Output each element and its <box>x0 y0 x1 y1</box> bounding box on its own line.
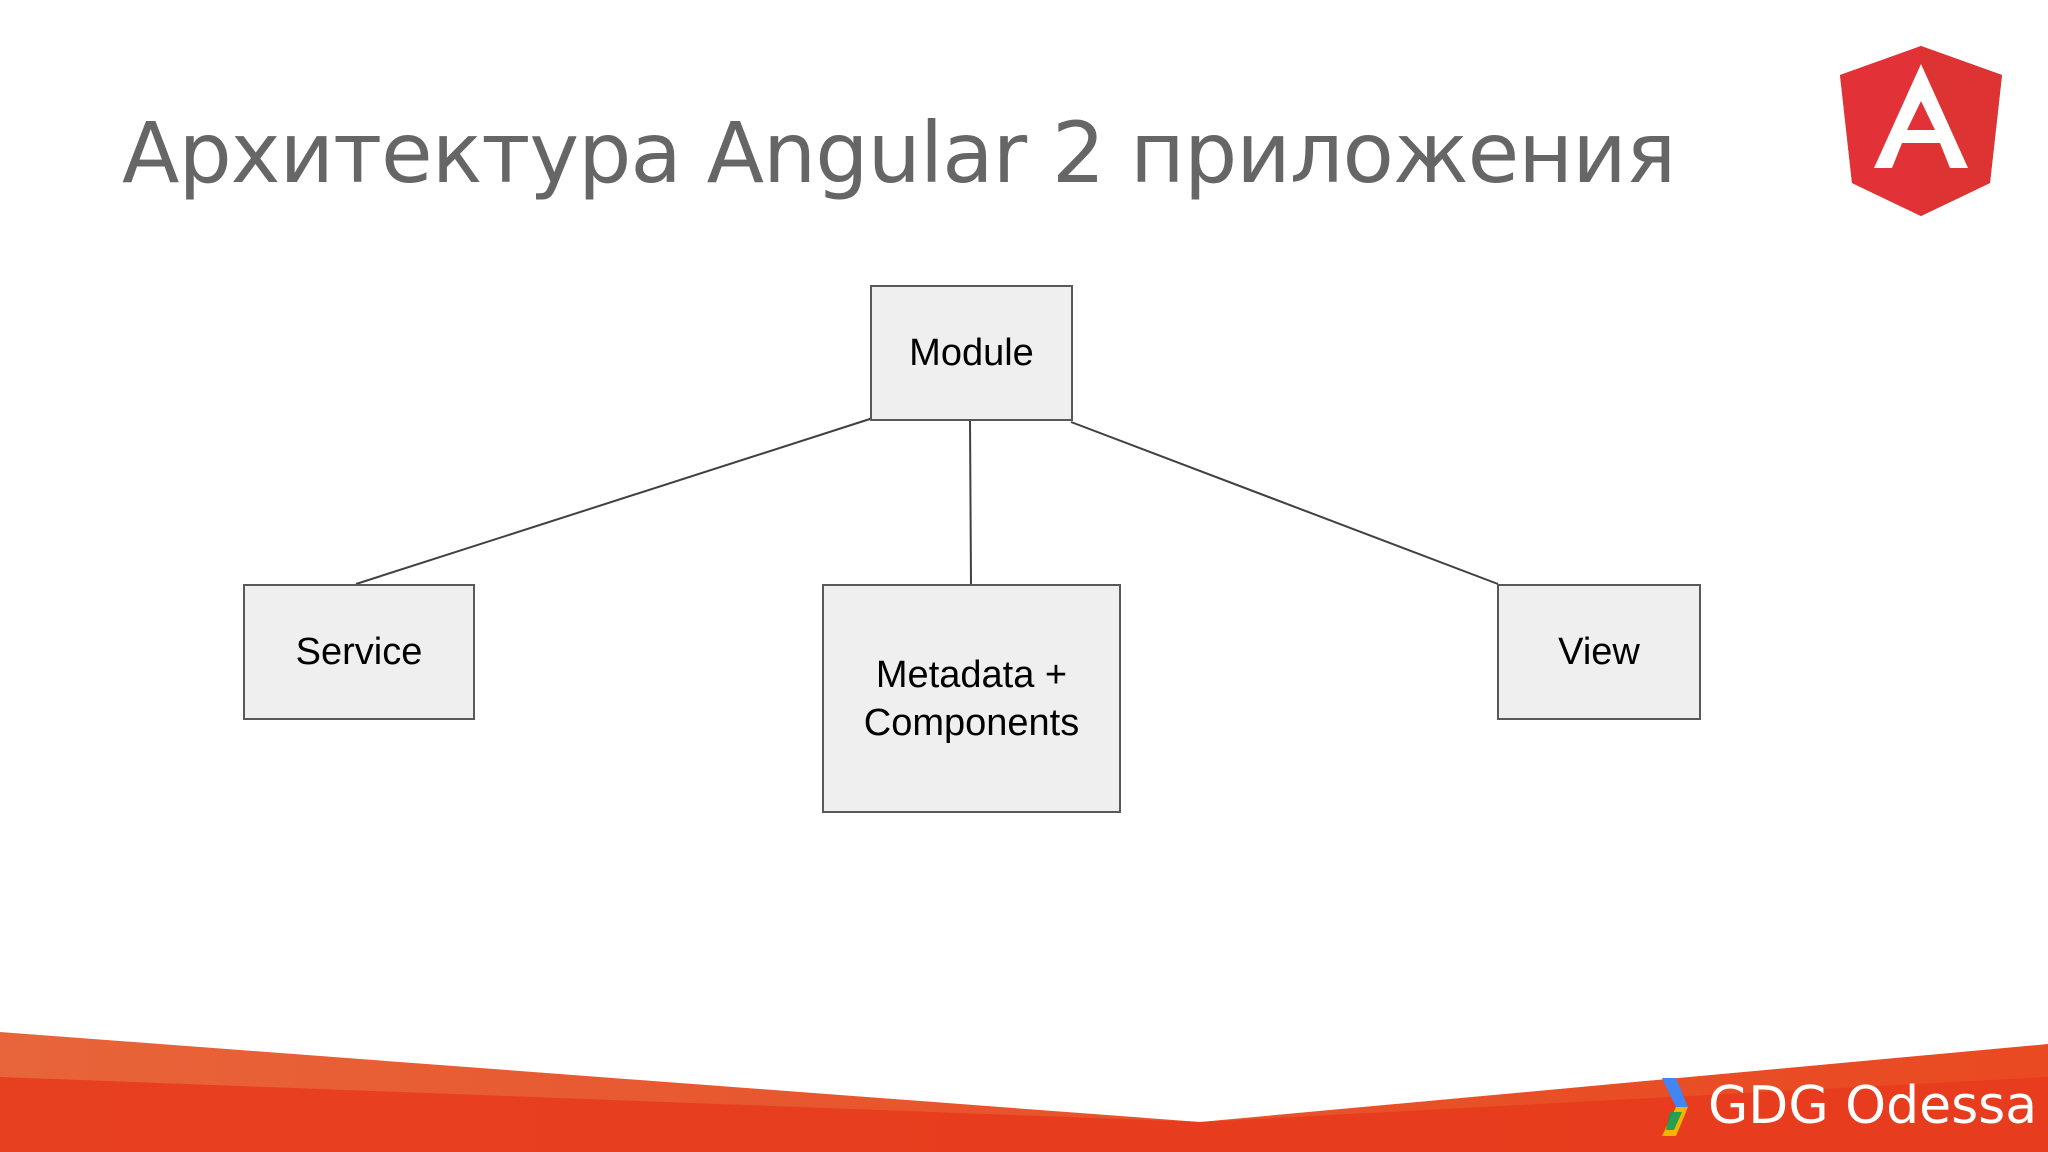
node-metadata-label-line1: Metadata + <box>875 653 1068 696</box>
footer-brand: GDG Odessa <box>1708 1076 2038 1136</box>
footer-band <box>0 1032 2048 1152</box>
node-metadata-components: Metadata + Components <box>822 584 1121 813</box>
node-view: View <box>1497 584 1701 720</box>
node-view-label: View <box>1558 631 1640 673</box>
slide-title: Архитектура Angular 2 приложения <box>122 104 1676 202</box>
angular-shield-icon <box>1840 46 2002 216</box>
edge-module-metadata <box>969 419 972 585</box>
edge-module-view <box>1070 421 1499 585</box>
node-service-label: Service <box>295 631 423 673</box>
node-module-label: Module <box>909 332 1034 374</box>
gdg-chevron-icon <box>1662 1078 1688 1136</box>
edge-module-service <box>355 417 874 585</box>
node-metadata-label-line2: Components <box>863 701 1080 744</box>
node-module: Module <box>870 285 1073 421</box>
node-service: Service <box>243 584 475 720</box>
